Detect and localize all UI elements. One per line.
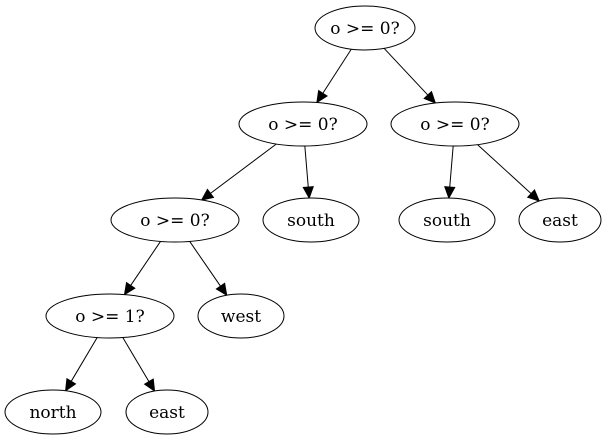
node-label: south xyxy=(287,211,335,231)
edge-n2-n6 xyxy=(477,144,541,202)
arrowhead xyxy=(526,189,541,202)
leaf-node-n10: east xyxy=(125,389,209,435)
edge-line xyxy=(449,145,454,188)
edge-n3-n7 xyxy=(123,241,161,296)
node-ellipse xyxy=(262,197,360,243)
node-label: o >= 0? xyxy=(140,211,209,231)
node-ellipse xyxy=(4,389,102,435)
edge-n1-n3 xyxy=(200,143,277,201)
nodes-layer: o >= 0? o >= 0? o >= 0? o >= 0? south south ea… xyxy=(4,5,602,435)
node-label: o >= 1? xyxy=(75,307,144,327)
node-label: o >= 0? xyxy=(268,115,337,135)
edge-line xyxy=(189,241,221,287)
edge-n7-n9 xyxy=(64,337,98,392)
node-label: south xyxy=(423,211,471,231)
node-label: o >= 0? xyxy=(330,19,399,39)
node-ellipse xyxy=(197,293,285,339)
node-label: east xyxy=(149,403,185,423)
edge-line xyxy=(322,48,352,94)
edge-line xyxy=(304,145,309,188)
edge-n1-n4 xyxy=(302,145,314,200)
edges-layer xyxy=(64,47,541,393)
edge-n0-n1 xyxy=(316,48,352,104)
node-ellipse xyxy=(518,197,602,243)
node-ellipse xyxy=(314,5,416,51)
node-ellipse xyxy=(398,197,496,243)
node-ellipse xyxy=(45,293,175,339)
decision-node-n2: o >= 0? xyxy=(390,101,520,147)
decision-node-n1: o >= 0? xyxy=(238,101,368,147)
edge-n2-n5 xyxy=(444,145,456,200)
arrowhead xyxy=(123,281,136,296)
arrowhead xyxy=(200,188,215,201)
decision-node-n3: o >= 0? xyxy=(110,197,240,243)
edge-line xyxy=(130,241,161,286)
node-ellipse xyxy=(110,197,240,243)
node-label: o >= 0? xyxy=(420,115,489,135)
node-ellipse xyxy=(238,101,368,147)
edge-line xyxy=(70,337,98,382)
arrowhead xyxy=(64,377,77,392)
node-ellipse xyxy=(390,101,520,147)
arrowhead xyxy=(444,186,456,200)
node-label: east xyxy=(542,211,578,231)
arrowhead xyxy=(316,89,328,104)
leaf-node-n4: south xyxy=(262,197,360,243)
edge-n7-n10 xyxy=(122,337,156,393)
decision-node-n0: o >= 0? xyxy=(314,5,416,51)
arrowhead xyxy=(423,90,437,104)
arrowhead xyxy=(215,282,228,297)
edge-line xyxy=(383,47,429,96)
node-ellipse xyxy=(125,389,209,435)
edge-n0-n2 xyxy=(383,47,437,104)
node-label: north xyxy=(29,403,76,423)
edge-line xyxy=(210,143,277,194)
edge-n3-n8 xyxy=(189,241,228,297)
leaf-node-n8: west xyxy=(197,293,285,339)
node-label: west xyxy=(221,307,261,327)
arrowhead xyxy=(302,186,314,200)
arrowhead xyxy=(143,378,156,393)
leaf-node-n5: south xyxy=(398,197,496,243)
edge-line xyxy=(122,337,150,382)
edge-line xyxy=(477,144,532,194)
leaf-node-n9: north xyxy=(4,389,102,435)
leaf-node-n6: east xyxy=(518,197,602,243)
decision-node-n7: o >= 1? xyxy=(45,293,175,339)
